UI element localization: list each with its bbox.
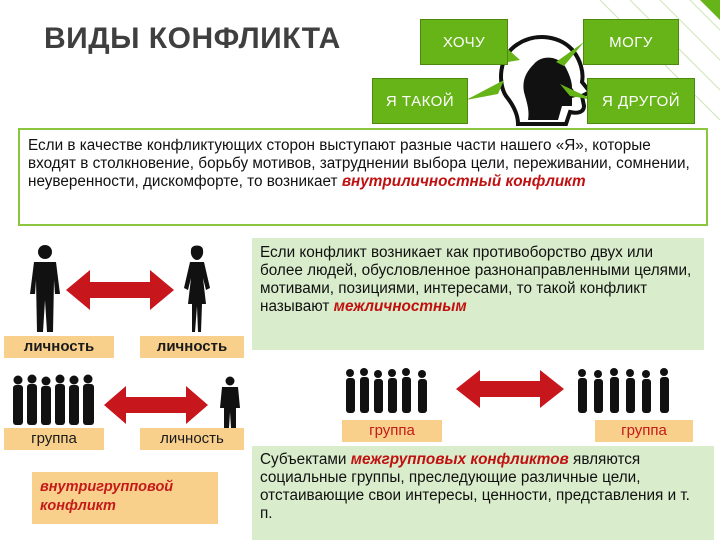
me-box: Я ТАКОЙ (372, 78, 468, 124)
person-silhouette-icon (220, 376, 240, 428)
double-arrow-icon (104, 386, 208, 424)
intergroup-term: межгрупповых конфликтов (350, 451, 569, 468)
double-arrow-icon (66, 270, 174, 310)
interpersonal-description: Если конфликт возникает как противоборст… (252, 238, 704, 350)
group-label: группа (595, 420, 693, 442)
crowd-silhouette-icon (13, 374, 94, 425)
page-title: ВИДЫ КОНФЛИКТА (44, 22, 341, 55)
intrapersonal-description: Если в качестве конфликтующих сторон выс… (18, 128, 708, 226)
can-box: МОГУ (583, 19, 679, 65)
group-label: группа (4, 428, 104, 450)
intragroup-conflict-label: внутригрупповой конфликт (32, 472, 218, 524)
intergroup-description: Субъектами межгрупповых конфликтов являю… (252, 446, 714, 540)
head-silhouette-icon (499, 35, 594, 126)
double-arrow-icon (456, 370, 564, 408)
intrapersonal-term: внутриличностный конфликт (341, 173, 586, 190)
crowd-silhouette-icon (578, 368, 669, 413)
person-silhouette-icon (184, 245, 210, 332)
person-label: личность (140, 428, 244, 450)
other-box: Я ДРУГОЙ (587, 78, 695, 124)
person-label: личность (4, 336, 114, 358)
intergroup-text-after: являются социальные группы, преследующие… (260, 451, 690, 522)
crowd-silhouette-icon (346, 368, 427, 413)
intergroup-text-before: Субъектами (260, 451, 351, 468)
want-box: ХОЧУ (420, 19, 508, 65)
person-silhouette-icon (30, 245, 60, 332)
group-label: группа (342, 420, 442, 442)
intrapersonal-text: Если в качестве конфликтующих сторон выс… (28, 137, 690, 190)
interpersonal-text: Если конфликт возникает как противоборст… (260, 244, 692, 315)
person-label: личность (140, 336, 244, 358)
interpersonal-term: межличностным (333, 298, 467, 315)
